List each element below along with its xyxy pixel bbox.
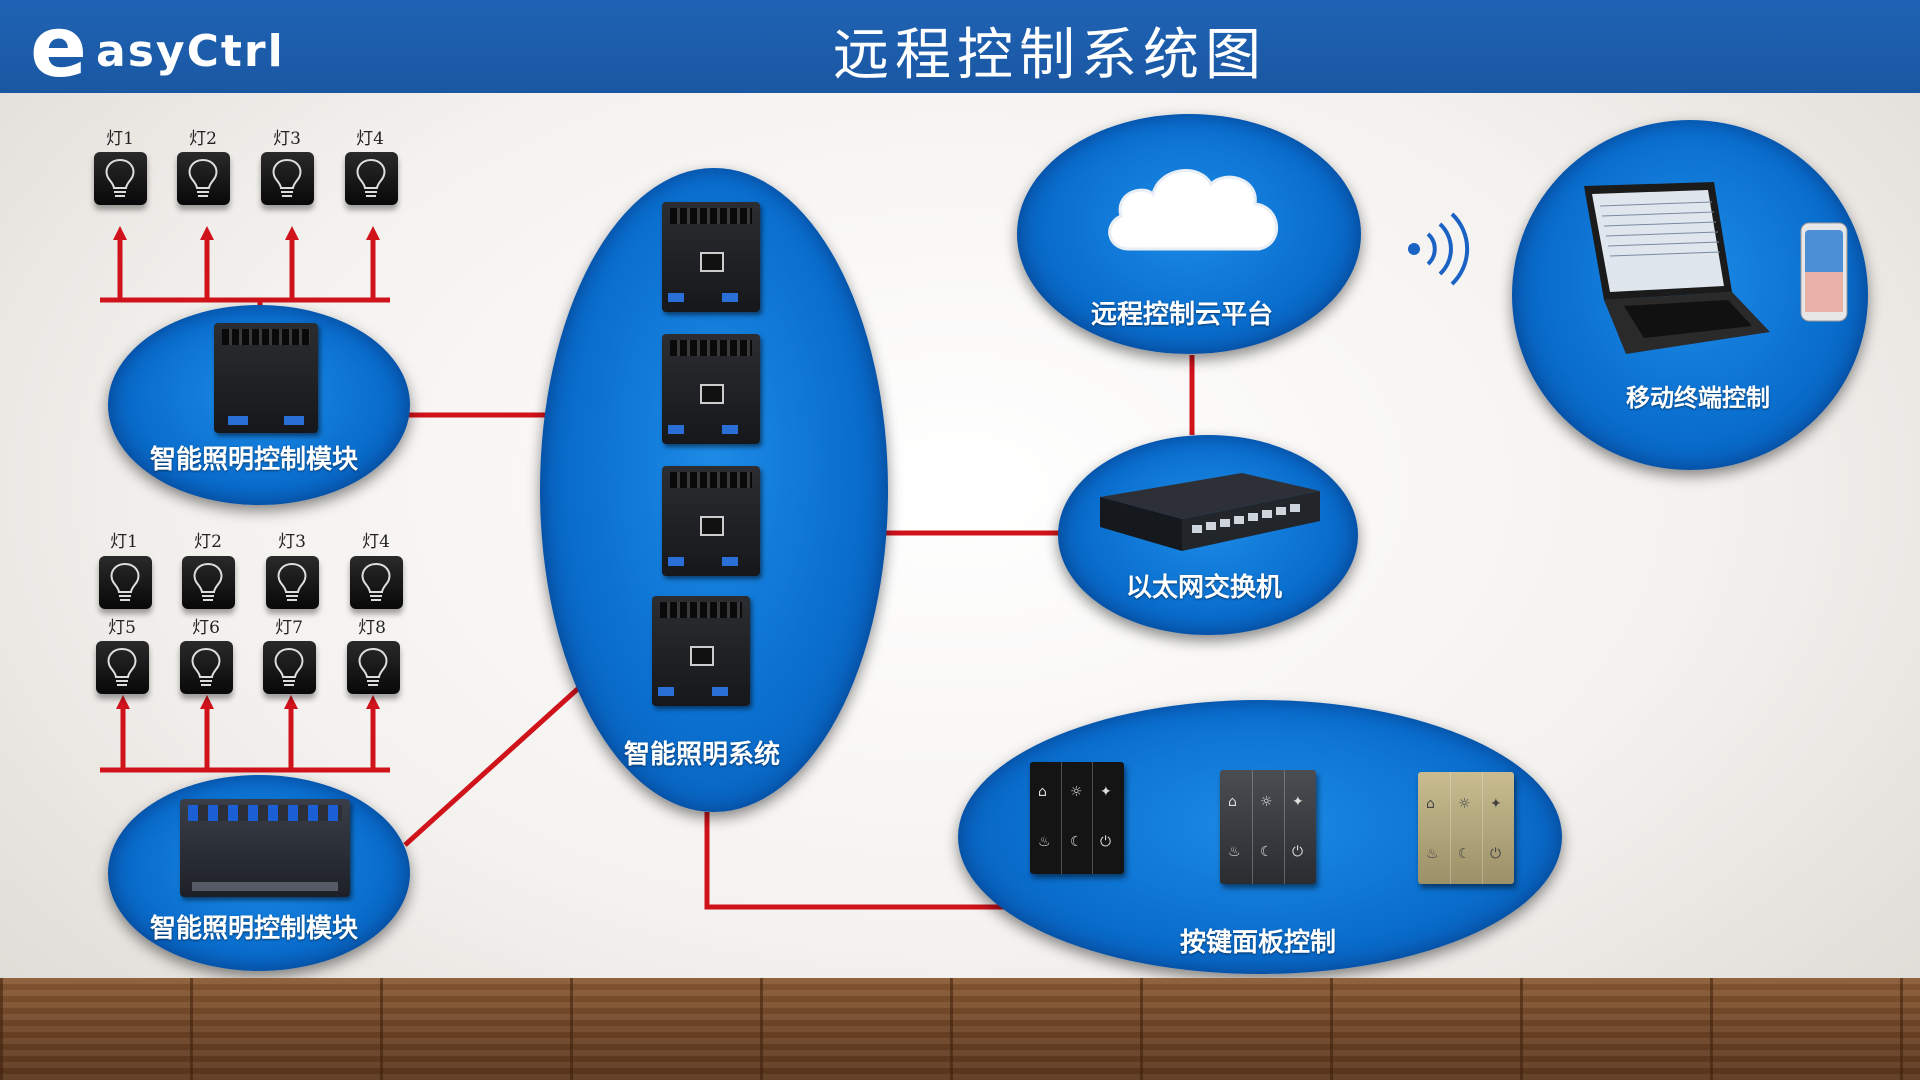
mobile-label: 移动终端控制 [1626, 383, 1770, 412]
module-1-label: 智能照明控制模块 [150, 445, 359, 475]
lamp-label: 灯1 [106, 129, 134, 149]
gold-panel: ⌂☼✦ ♨☾⏻ [1418, 772, 1514, 884]
page-title: 远程控制系统图 [833, 23, 1267, 88]
lamp-label: 灯4 [356, 129, 384, 149]
module-2-label: 智能照明控制模块 [150, 914, 359, 944]
wifi-icon [1408, 212, 1470, 286]
mobile-terminal-node: 移动终端控制 [1512, 120, 1868, 470]
bulb-icon [350, 556, 403, 609]
bulb-icon [266, 556, 319, 609]
controller-device [662, 202, 760, 312]
laptop-icon [1584, 182, 1770, 354]
lamp-label: 灯4 [362, 532, 390, 552]
lamp-label: 灯3 [273, 129, 301, 149]
switch-label: 以太网交换机 [1126, 573, 1283, 603]
lamp-label: 灯7 [275, 618, 303, 638]
lamp-label: 灯2 [194, 532, 222, 552]
controller-device [652, 596, 750, 706]
control-module-device [214, 323, 318, 433]
bulb-icon [347, 641, 400, 694]
cloud-label: 远程控制云平台 [1091, 300, 1274, 330]
bulb-icon [177, 152, 230, 205]
grey-panel: ⌂☼✦ ♨☾⏻ [1220, 770, 1316, 884]
ethernet-switch-node: 以太网交换机 [1058, 435, 1358, 635]
cloud-icon [1108, 169, 1278, 251]
switch-device-icon [1100, 473, 1320, 551]
module-1-node: 智能照明控制模块 [108, 305, 410, 505]
lighting-system-node: 智能照明系统 [540, 168, 888, 812]
bulb-icon [182, 556, 235, 609]
module2-system-line [403, 683, 584, 847]
cloud-platform-node: 远程控制云平台 [1017, 114, 1361, 354]
module-2-node: 智能照明控制模块 [108, 775, 410, 971]
bulb-icon [345, 152, 398, 205]
bulb-icon [99, 556, 152, 609]
bulb-icon [263, 641, 316, 694]
lamp-label: 灯6 [192, 618, 220, 638]
lamp-label: 灯1 [110, 532, 138, 552]
black-panel: ⌂☼✦ ♨☾⏻ [1030, 762, 1124, 874]
control-module-device [180, 799, 350, 897]
system-label: 智能照明系统 [624, 740, 781, 770]
header-bar: e asyCtrl 远程控制系统图 [0, 0, 1920, 93]
easyctrl-logo: e asyCtrl [30, 4, 330, 90]
bulb-icon [94, 152, 147, 205]
phone-icon [1800, 222, 1848, 322]
lamp-label: 灯3 [278, 532, 306, 552]
panels-label: 按键面板控制 [1180, 928, 1337, 958]
bulb-icon [96, 641, 149, 694]
wooden-floor [0, 978, 1920, 1080]
lamp-label: 灯8 [358, 618, 386, 638]
bulb-icon [180, 641, 233, 694]
controller-device [662, 334, 760, 444]
logo-letter: e [30, 0, 87, 96]
logo-text: asyCtrl [96, 26, 285, 77]
bulb-icon [261, 152, 314, 205]
controller-device [662, 466, 760, 576]
button-panel-node: ⌂☼✦ ♨☾⏻ ⌂☼✦ ♨☾⏻ ⌂☼✦ ♨☾⏻ 按键面板控制 [958, 700, 1562, 974]
lamp-label: 灯5 [108, 618, 136, 638]
lamp-label: 灯2 [189, 129, 217, 149]
